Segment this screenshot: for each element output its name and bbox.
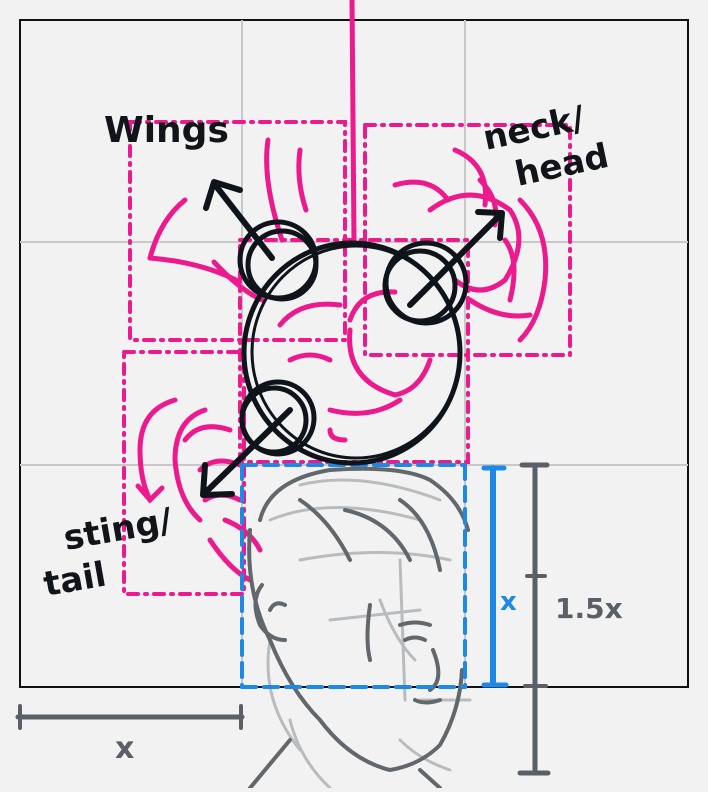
joint-circles: [237, 219, 469, 457]
inner-height-marker: [481, 465, 509, 688]
outer-height-marker: [517, 462, 551, 776]
inner-height-label: x: [500, 587, 517, 617]
body-circle: [241, 240, 463, 466]
outer-height-label: 1.5x: [555, 592, 623, 625]
width-label: x: [115, 731, 134, 766]
wings-label: Wings: [104, 110, 229, 151]
top-axis-line: [349, 0, 357, 243]
direction-arrows: [200, 179, 505, 498]
width-marker: [15, 704, 245, 730]
head-sketch: [392, 147, 549, 343]
wing-sketch: [147, 137, 309, 303]
reference-head-sketch: [247, 466, 472, 790]
